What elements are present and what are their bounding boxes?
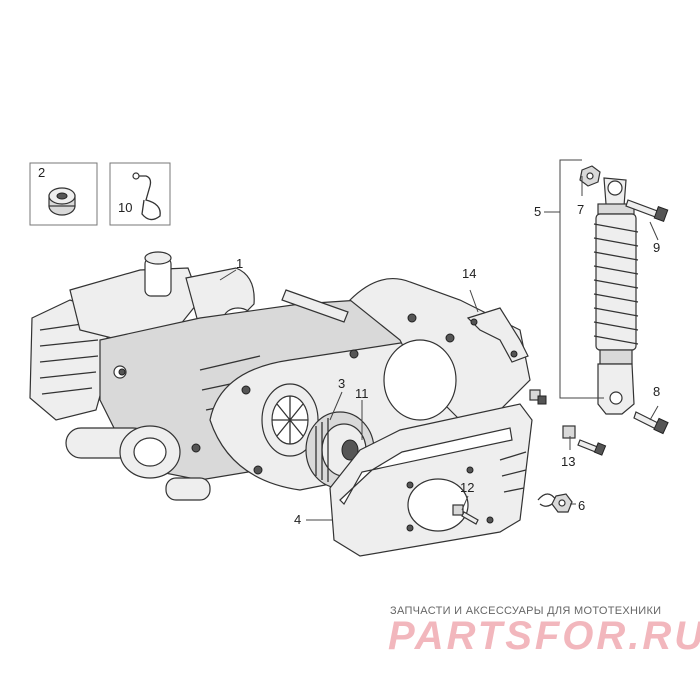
inset-box-bushing	[29, 162, 98, 226]
bolt-12	[452, 504, 479, 525]
callout-4: 4	[294, 512, 301, 527]
callout-9: 9	[653, 240, 660, 255]
bolts-13	[529, 389, 607, 456]
callout-12: 12	[460, 480, 474, 495]
transmission-cover	[329, 403, 533, 557]
bolt-8	[633, 411, 669, 435]
callout-10: 10	[118, 200, 132, 215]
callout-2: 2	[38, 165, 45, 180]
callout-6: 6	[578, 498, 585, 513]
engine-tab	[118, 368, 126, 376]
spring-clip-6	[537, 493, 573, 513]
callout-7: 7	[577, 202, 584, 217]
watermark-logo[interactable]: PARTSFOR.RU	[388, 614, 700, 658]
callout-3: 3	[338, 376, 345, 391]
mounting-bracket	[466, 307, 529, 363]
rear-shock-absorber	[593, 177, 639, 415]
inset-box-spring-clip	[109, 162, 171, 226]
drive-pulley	[261, 383, 319, 457]
callout-1: 1	[236, 256, 243, 271]
nut-7	[579, 165, 601, 187]
callout-14: 14	[462, 266, 476, 281]
bolt-9	[625, 199, 669, 222]
callout-8: 8	[653, 384, 660, 399]
callout-11: 11	[355, 386, 369, 401]
callout-5: 5	[534, 204, 541, 219]
watermark-tagline: ЗАПЧАСТИ И АКСЕССУАРЫ ДЛЯ МОТОТЕХНИКИ	[390, 605, 662, 617]
callout-13: 13	[561, 454, 575, 469]
leader-lines	[219, 159, 659, 521]
